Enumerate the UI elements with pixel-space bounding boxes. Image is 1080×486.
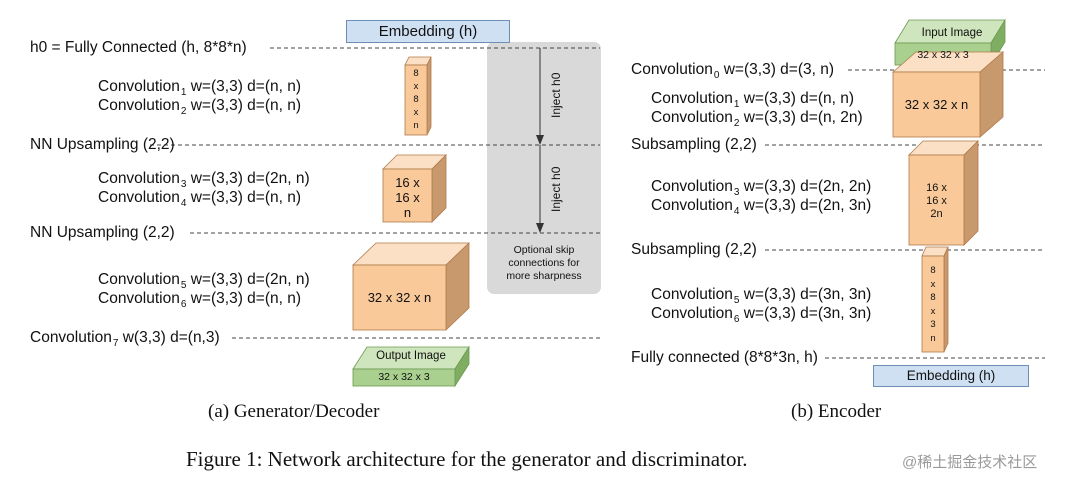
subsampling-2-label: Subsampling (2,2) — [631, 241, 757, 258]
inject-h0-label-2: Inject h0 — [549, 166, 563, 212]
encoder-conv4-label: Convolution4 w=(3,3) d=(2n, 3n) — [651, 197, 872, 217]
input-image-size: 32 x 32 x 3 — [917, 49, 969, 61]
encoder-conv5-label: Convolution5 w=(3,3) d=(3n, 3n) — [651, 286, 872, 306]
generator-cube-mid-text: 16 x 16 x n — [395, 175, 420, 220]
encoder-fc-label: Fully connected (8*8*3n, h) — [631, 349, 818, 366]
generator-cube-small-text: 8 x 8 x n — [413, 68, 419, 131]
encoder-embedding-box: Embedding (h) — [873, 365, 1029, 387]
encoder-cube-32x32xn — [891, 51, 1005, 138]
figure-caption: Figure 1: Network architecture for the g… — [186, 447, 748, 471]
watermark: @稀土掘金技术社区 — [902, 454, 1038, 471]
generator-conv5-label: Convolution5 w=(3,3) d=(2n, n) — [98, 271, 310, 291]
skip-connections-note: Optional skip connections for more sharp… — [506, 244, 582, 282]
output-image-size: 32 x 32 x 3 — [378, 371, 430, 383]
encoder-cube-small-text: 8 x 8 x 3 n — [930, 265, 936, 344]
generator-cube-big-text: 32 x 32 x n — [367, 290, 432, 305]
generator-conv6-label: Convolution6 w=(3,3) d=(n, n) — [98, 290, 302, 310]
generator-conv4-label: Convolution4 w=(3,3) d=(n, n) — [98, 189, 302, 209]
subsampling-1-label: Subsampling (2,2) — [631, 136, 757, 153]
encoder-conv6-label: Convolution6 w=(3,3) d=(3n, 3n) — [651, 305, 872, 325]
encoder-caption: (b) Encoder — [791, 401, 882, 422]
encoder-conv0-label: Convolution0 w=(3,3) d=(3, n) — [631, 61, 835, 81]
inject-arrow-1-head — [536, 135, 544, 145]
encoder-cube-big-text: 32 x 32 x n — [904, 97, 969, 112]
upsampling-1-label: NN Upsampling (2,2) — [30, 136, 175, 153]
upsampling-2-label: NN Upsampling (2,2) — [30, 224, 175, 241]
generator-cube-16x16xn — [382, 154, 447, 223]
encoder-conv1-label: Convolution1 w=(3,3) d=(n, n) — [651, 90, 855, 110]
inject-arrow-2-head — [536, 223, 544, 233]
output-image-label: Output Image — [376, 350, 446, 362]
inject-h0-label-1: Inject h0 — [549, 72, 563, 118]
generator-caption: (a) Generator/Decoder — [208, 401, 380, 422]
generator-conv3-label: Convolution3 w=(3,3) d=(2n, n) — [98, 170, 310, 190]
generator-conv2-label: Convolution2 w=(3,3) d=(n, n) — [98, 97, 302, 117]
generator-cube-32x32xn — [352, 242, 470, 331]
generator-embedding-box: Embedding (h) — [346, 20, 510, 43]
h0-fully-connected-label: h0 = Fully Connected (h, 8*8*n) — [30, 39, 247, 56]
encoder-cube-16x16x2n — [908, 140, 979, 246]
generator-conv7-label: Convolution7 w(3,3) d=(n,3) — [30, 329, 220, 349]
encoder-cube-mid-text: 16 x 16 x 2n — [926, 182, 947, 220]
encoder-conv3-label: Convolution3 w=(3,3) d=(2n, 2n) — [651, 178, 872, 198]
input-image-label: Input Image — [921, 27, 983, 39]
generator-conv1-label: Convolution1 w=(3,3) d=(n, n) — [98, 78, 302, 98]
output-image-slab — [352, 345, 470, 388]
generator-cube-8x8xn — [404, 56, 432, 136]
encoder-cube-8x8x3n — [921, 246, 949, 353]
skip-connections-panel — [487, 42, 601, 294]
encoder-conv2-label: Convolution2 w=(3,3) d=(n, 2n) — [651, 109, 863, 129]
